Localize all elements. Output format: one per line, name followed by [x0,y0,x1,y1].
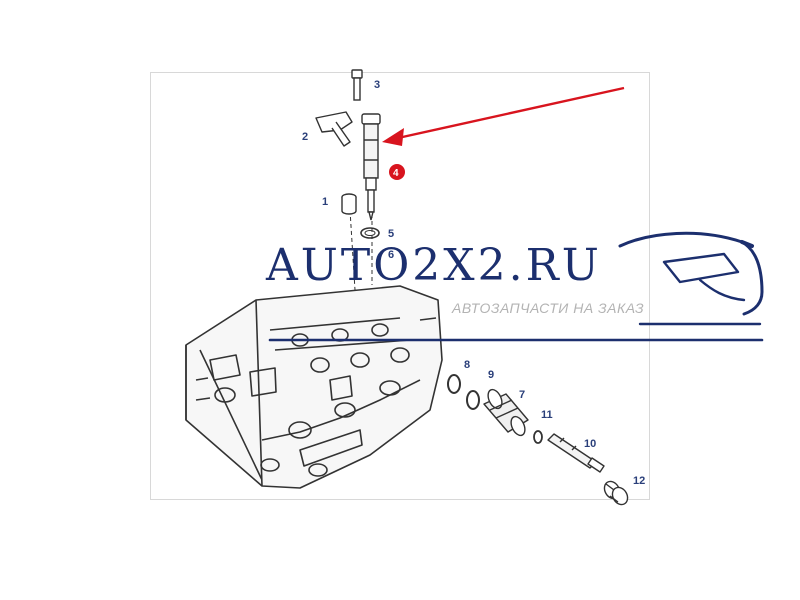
callout-4: 4 [393,168,399,179]
callout-6: 6 [388,249,394,261]
cylinder-head-part [185,285,443,489]
seal-ring-part [466,390,480,410]
callout-8: 8 [464,359,470,371]
o-ring-part [447,374,461,394]
nut-part [603,480,629,506]
watermark-title: AUTO2X2.RU [266,240,602,291]
washer-part [360,227,380,239]
callout-9: 9 [488,369,494,381]
highlight-badge [389,164,405,180]
connector-part [483,388,529,437]
small-ring-part [533,430,543,444]
sleeve-part [341,193,357,215]
diagram-frame [150,72,650,500]
car-silhouette-icon [268,231,764,342]
callout-1: 1 [322,196,328,208]
red-arrow-icon [382,86,625,146]
callout-11: 11 [541,409,553,421]
clamp-part [315,111,353,147]
callout-3: 3 [374,79,380,91]
injector-part [361,113,381,221]
callout-7: 7 [519,389,525,401]
tube-part [547,433,605,473]
callout-12: 12 [633,475,645,487]
watermark-subtitle: АВТОЗАПЧАСТИ НА ЗАКАЗ [452,300,645,316]
callout-10: 10 [584,438,596,450]
callout-5: 5 [388,228,394,240]
callout-2: 2 [302,131,308,143]
bolt-part [351,69,363,101]
